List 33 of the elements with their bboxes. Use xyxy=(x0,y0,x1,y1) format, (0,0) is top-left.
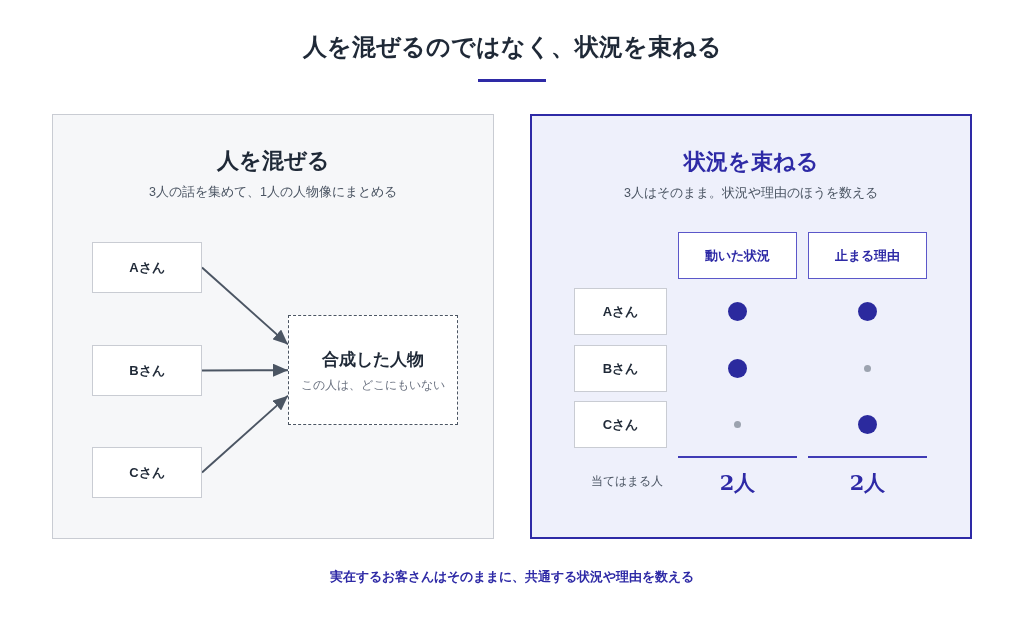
row-label: 当てはまる人 xyxy=(591,473,663,489)
caption: 実在するお客さんはそのままに、共通する状況や理由を数える xyxy=(330,568,694,586)
comparison-panel xyxy=(52,114,494,539)
composite-note: この人は、どこにもいない xyxy=(301,376,445,394)
column-header-box xyxy=(808,232,927,279)
person-box xyxy=(92,242,202,293)
arrow xyxy=(201,363,289,377)
person-box xyxy=(92,447,202,498)
person-name: Bさん xyxy=(129,361,165,380)
person-name: Bさん xyxy=(602,359,639,378)
panel-heading: 人を混ぜる xyxy=(216,146,330,175)
person-box xyxy=(574,288,667,335)
panel-subtitle: 3人の話を集めて、1人の人物像にまとめる xyxy=(149,184,397,201)
person-box xyxy=(92,345,202,396)
person-name: Aさん xyxy=(602,302,639,321)
person-name: Aさん xyxy=(129,258,165,277)
column-header: 動いた状況 xyxy=(705,246,770,265)
person-name: Cさん xyxy=(602,415,639,434)
count-value: 2人 xyxy=(719,469,756,497)
composite-title: 合成した人物 xyxy=(322,347,424,371)
panel-subtitle: 3人はそのまま。状況や理由のほうを数える xyxy=(624,185,878,202)
person-name: Cさん xyxy=(129,463,165,482)
composite-person-box xyxy=(288,315,458,425)
panel-heading: 状況を束ねる xyxy=(683,147,819,176)
column-header-box xyxy=(678,232,797,279)
person-box xyxy=(574,401,667,448)
column-header: 止まる理由 xyxy=(835,246,900,265)
comparison-panel xyxy=(530,114,972,539)
count-value: 2人 xyxy=(849,469,886,497)
person-box xyxy=(574,345,667,392)
arrow xyxy=(201,394,289,474)
page-title: 人を混ぜるのではなく、状況を束ねる xyxy=(302,31,722,63)
arrow xyxy=(201,266,289,346)
